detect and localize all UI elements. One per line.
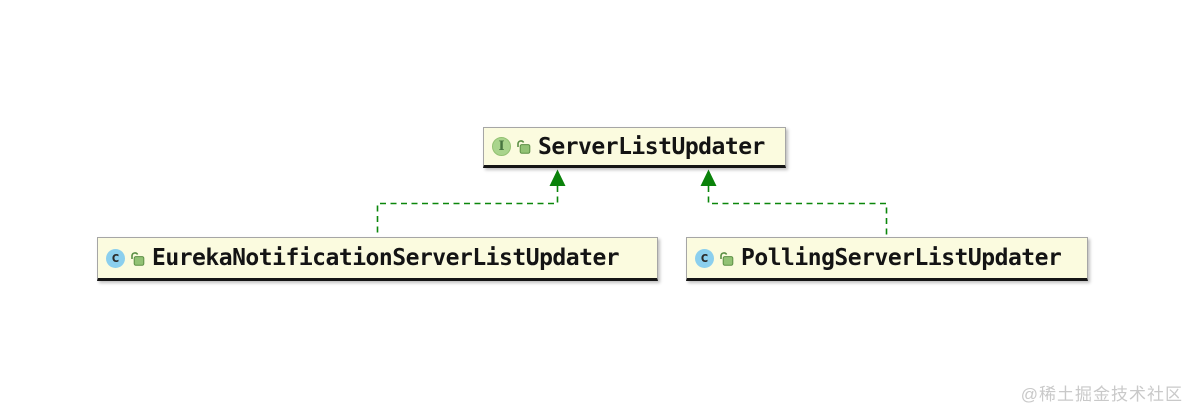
class-icon-letter: c bbox=[700, 250, 709, 266]
edge-eureka-implements-serverlistupdater bbox=[376, 169, 566, 237]
edge-polling-implements-serverlistupdater bbox=[700, 169, 888, 237]
watermark: @稀土掘金技术社区 bbox=[1020, 385, 1183, 404]
unlocked-padlock-icon bbox=[517, 140, 531, 154]
unlocked-padlock-icon bbox=[720, 251, 734, 266]
arrow-up-icon bbox=[700, 169, 717, 186]
unlocked-padlock-icon bbox=[131, 251, 145, 266]
arrow-up-icon bbox=[549, 169, 566, 186]
interface-icon: I bbox=[492, 137, 511, 156]
node-label: ServerListUpdater bbox=[538, 133, 765, 160]
interface-icon-letter: I bbox=[498, 139, 505, 154]
node-label: PollingServerListUpdater bbox=[741, 245, 1062, 271]
class-icon: c bbox=[106, 248, 125, 268]
class-icon: c bbox=[695, 248, 714, 268]
node-polling-server-list-updater[interactable]: c PollingServerListUpdater bbox=[686, 237, 1088, 281]
class-icon-letter: c bbox=[111, 250, 120, 266]
node-eureka-notification-server-list-updater[interactable]: c EurekaNotificationServerListUpdater bbox=[97, 237, 658, 281]
node-label: EurekaNotificationServerListUpdater bbox=[152, 245, 620, 271]
node-server-list-updater[interactable]: I ServerListUpdater bbox=[483, 127, 786, 168]
